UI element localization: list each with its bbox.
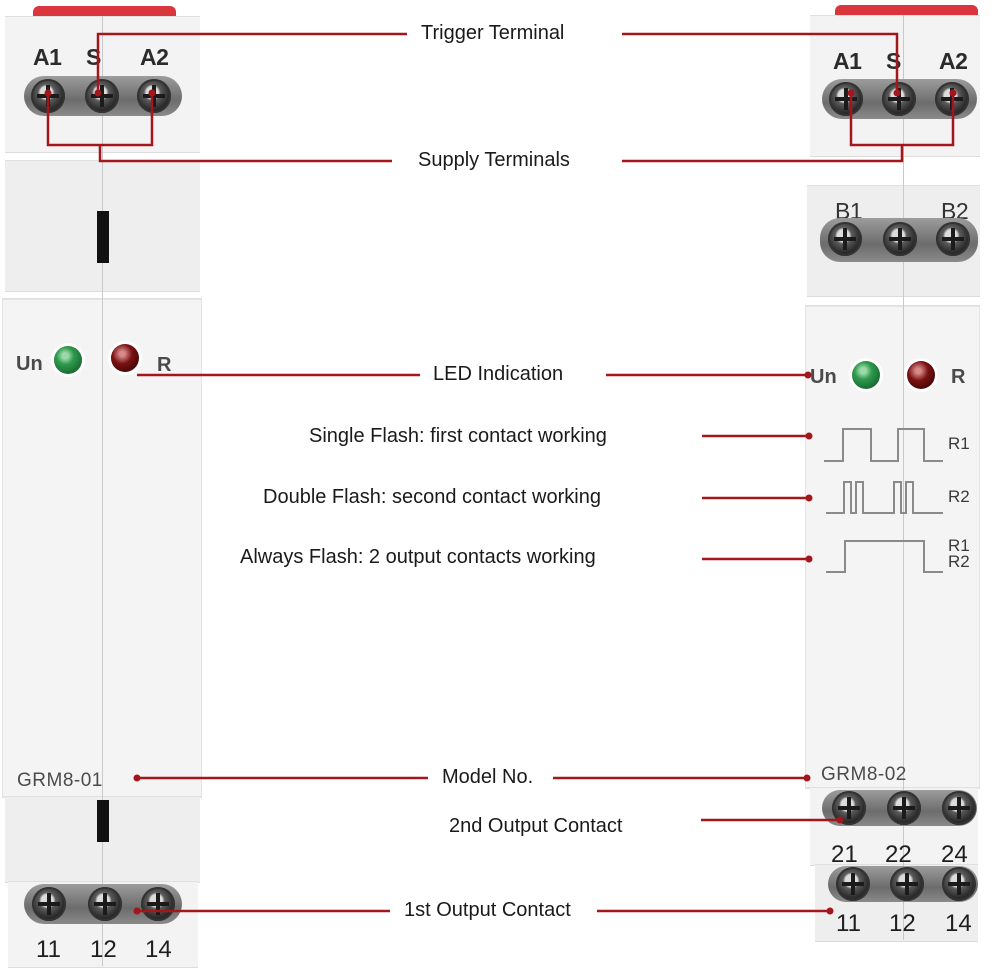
screw-terminal-21[interactable] <box>832 791 866 825</box>
terminal-label-11: 11 <box>836 910 861 937</box>
callout-line-supply-left-bracket <box>46 93 154 147</box>
callout-single-flash: Single Flash: first contact working <box>309 425 607 447</box>
callout-supply-terminals: Supply Terminals <box>418 149 570 171</box>
screw-terminal-14[interactable] <box>141 887 175 921</box>
terminal-label-a2: A2 <box>140 44 169 70</box>
screw-terminal-12[interactable] <box>88 887 122 921</box>
led-relay-icon <box>907 361 935 389</box>
callout-line-trigger-left <box>96 32 407 93</box>
single-flash-waveform-icon <box>824 428 943 462</box>
callout-dot <box>803 774 811 782</box>
callout-model-no: Model No. <box>442 766 534 788</box>
led-power-icon <box>852 361 880 389</box>
relay-top-cap <box>33 6 176 16</box>
screw-terminal-12[interactable] <box>890 867 924 901</box>
callout-trigger-terminal: Trigger Terminal <box>421 22 565 44</box>
waveform-label-r2: R2 <box>948 487 970 506</box>
relay-center-seam <box>102 16 103 966</box>
terminal-label-22: 22 <box>885 841 912 868</box>
callout-dot <box>893 89 901 97</box>
callout-line-supply-right <box>622 145 904 163</box>
callout-dot <box>836 816 844 824</box>
terminal-label-21: 21 <box>831 841 858 868</box>
waveform-label-r2-combined: R2 <box>948 552 970 571</box>
terminal-label-12: 12 <box>889 910 916 937</box>
relay-center-seam <box>903 15 904 940</box>
callout-line-group <box>46 32 955 913</box>
din-rail-clip-indicator <box>97 211 109 263</box>
callout-line-supply-left <box>98 145 392 163</box>
screw-terminal-center[interactable] <box>883 222 917 256</box>
led-relay-icon <box>111 344 139 372</box>
led-label-un: Un <box>16 353 43 375</box>
callout-dot <box>805 494 813 502</box>
terminal-label-12: 12 <box>90 936 117 963</box>
terminal-label-14: 14 <box>145 936 172 963</box>
screw-terminal-11[interactable] <box>836 867 870 901</box>
led-label-un: Un <box>810 366 837 388</box>
terminal-label-a1: A1 <box>833 48 862 74</box>
relay-top-cap <box>835 5 978 15</box>
relay-device-grm8-02: A1 S A2 B1 B2 Un R R1 R2 R1 R2 GRM8-02 2… <box>805 0 980 969</box>
led-label-r: R <box>951 366 966 388</box>
screw-terminal-s[interactable] <box>882 82 916 116</box>
led-label-r: R <box>157 354 172 376</box>
always-flash-waveform-icon <box>826 540 943 573</box>
din-rail-clip-indicator-lower <box>97 800 109 842</box>
callout-dot <box>826 907 834 915</box>
callout-dot <box>148 89 156 97</box>
led-power-icon <box>54 346 82 374</box>
screw-terminal-22[interactable] <box>887 791 921 825</box>
callout-always-flash: Always Flash: 2 output contacts working <box>240 546 596 568</box>
screw-terminal-a2[interactable] <box>137 79 171 113</box>
screw-terminal-b1[interactable] <box>828 222 862 256</box>
callout-dot <box>847 89 855 97</box>
screw-terminal-a1[interactable] <box>829 82 863 116</box>
screw-terminal-11[interactable] <box>32 887 66 921</box>
callout-dot <box>805 555 813 563</box>
terminal-label-24: 24 <box>941 841 968 868</box>
callout-dot <box>805 432 813 440</box>
terminal-label-a2: A2 <box>939 48 968 74</box>
callout-line-supply-right-bracket <box>849 93 955 147</box>
callout-led-indication: LED Indication <box>433 363 564 385</box>
callout-double-flash: Double Flash: second contact working <box>263 486 601 508</box>
terminal-label-a1: A1 <box>33 44 62 70</box>
waveform-label-r1: R1 <box>948 434 970 453</box>
waveform-label-r1-combined: R1 <box>948 536 970 555</box>
callout-line-trigger-right <box>622 32 899 93</box>
callout-dot <box>44 89 52 97</box>
callout-first-output-contact: 1st Output Contact <box>404 899 571 921</box>
screw-terminal-b2[interactable] <box>936 222 970 256</box>
callout-dot <box>804 371 812 379</box>
callout-dot <box>133 774 141 782</box>
model-number: GRM8-02 <box>821 764 907 785</box>
screw-terminal-24[interactable] <box>942 791 976 825</box>
double-flash-waveform-icon <box>826 481 943 514</box>
callout-dot <box>949 89 957 97</box>
screw-terminal-s[interactable] <box>85 79 119 113</box>
relay-front-panel <box>805 305 980 789</box>
callout-dots <box>44 89 957 915</box>
callout-dot <box>94 89 102 97</box>
callout-dot <box>133 907 141 915</box>
waveform-icons <box>824 428 943 573</box>
terminal-label-11: 11 <box>36 936 61 963</box>
screw-terminal-14[interactable] <box>942 867 976 901</box>
model-number: GRM8-01 <box>17 770 103 791</box>
callout-second-output-contact: 2nd Output Contact <box>449 815 623 837</box>
terminal-label-14: 14 <box>945 910 972 937</box>
